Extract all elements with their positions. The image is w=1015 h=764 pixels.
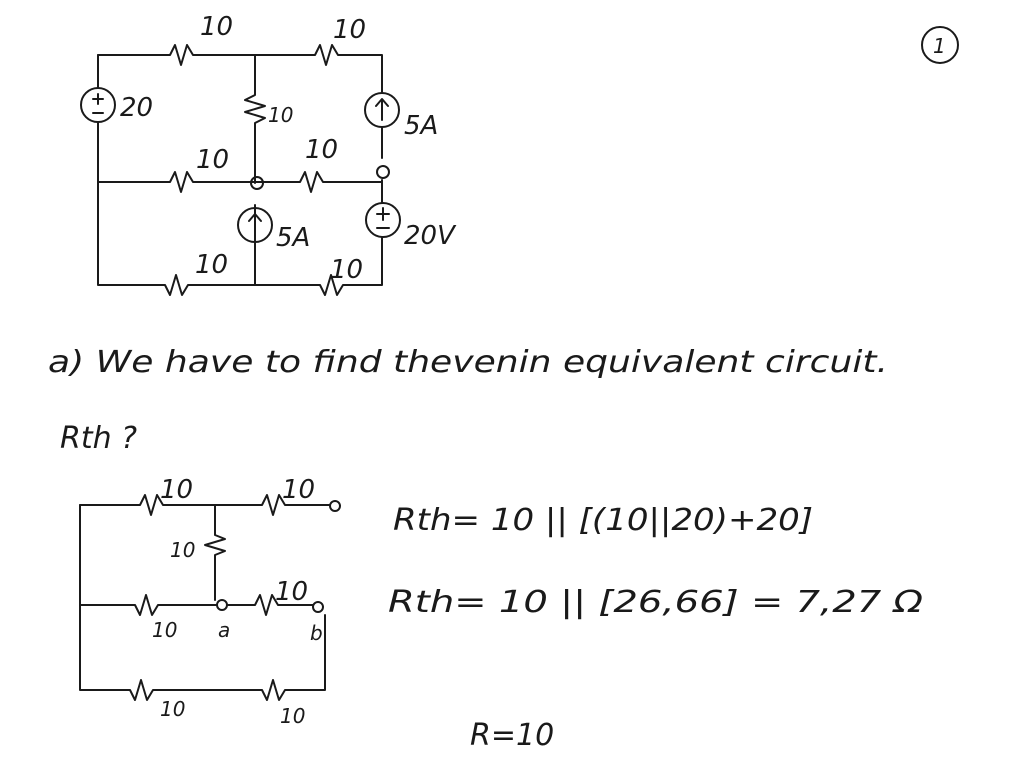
equation-1: Rth= 10 || [(10||20)+20] [393,503,813,538]
label: 10 [195,250,228,280]
label: 10 [170,538,195,562]
node-dot [250,176,264,190]
node-dot [376,165,390,179]
label: 10 [330,255,363,285]
label: 10 [280,704,305,728]
voltage-source-icon [365,202,401,238]
resistance-note: R=10 [470,718,554,753]
label: 20 [120,93,153,123]
label: 10 [275,577,308,607]
label: 10 [333,15,366,45]
question: Rth ? [60,421,137,456]
current-source-icon [237,207,273,243]
voltage-source-icon [80,87,116,123]
label: b [310,621,323,645]
label: 10 [282,475,315,505]
label: 10 [268,103,293,127]
circuit-diagram-1: 10 10 10 10 10 10 10 20 5A 5A 20V [80,12,457,296]
label: 10 [160,475,193,505]
label: 10 [160,697,185,721]
label: 5A [276,223,310,253]
label: 5A [404,111,438,141]
page-number-badge: 1 [921,26,959,64]
label: a [218,618,230,642]
label: 20V [404,221,457,251]
node-a [216,599,228,611]
label: 10 [305,135,338,165]
label: 10 [200,12,233,42]
terminal [329,500,341,512]
label: 10 [152,618,177,642]
equation-2: Rth= 10 || [26,66] = 7,27 Ω [388,585,923,620]
circuit-diagram-2: 10 10 10 10 10 a b 10 10 [79,475,341,728]
terminal [312,601,324,613]
problem-statement: a) We have to find thevenin equivalent c… [48,345,888,380]
page-number: 1 [933,34,946,58]
label: 10 [196,145,229,175]
current-source-icon [364,92,400,128]
